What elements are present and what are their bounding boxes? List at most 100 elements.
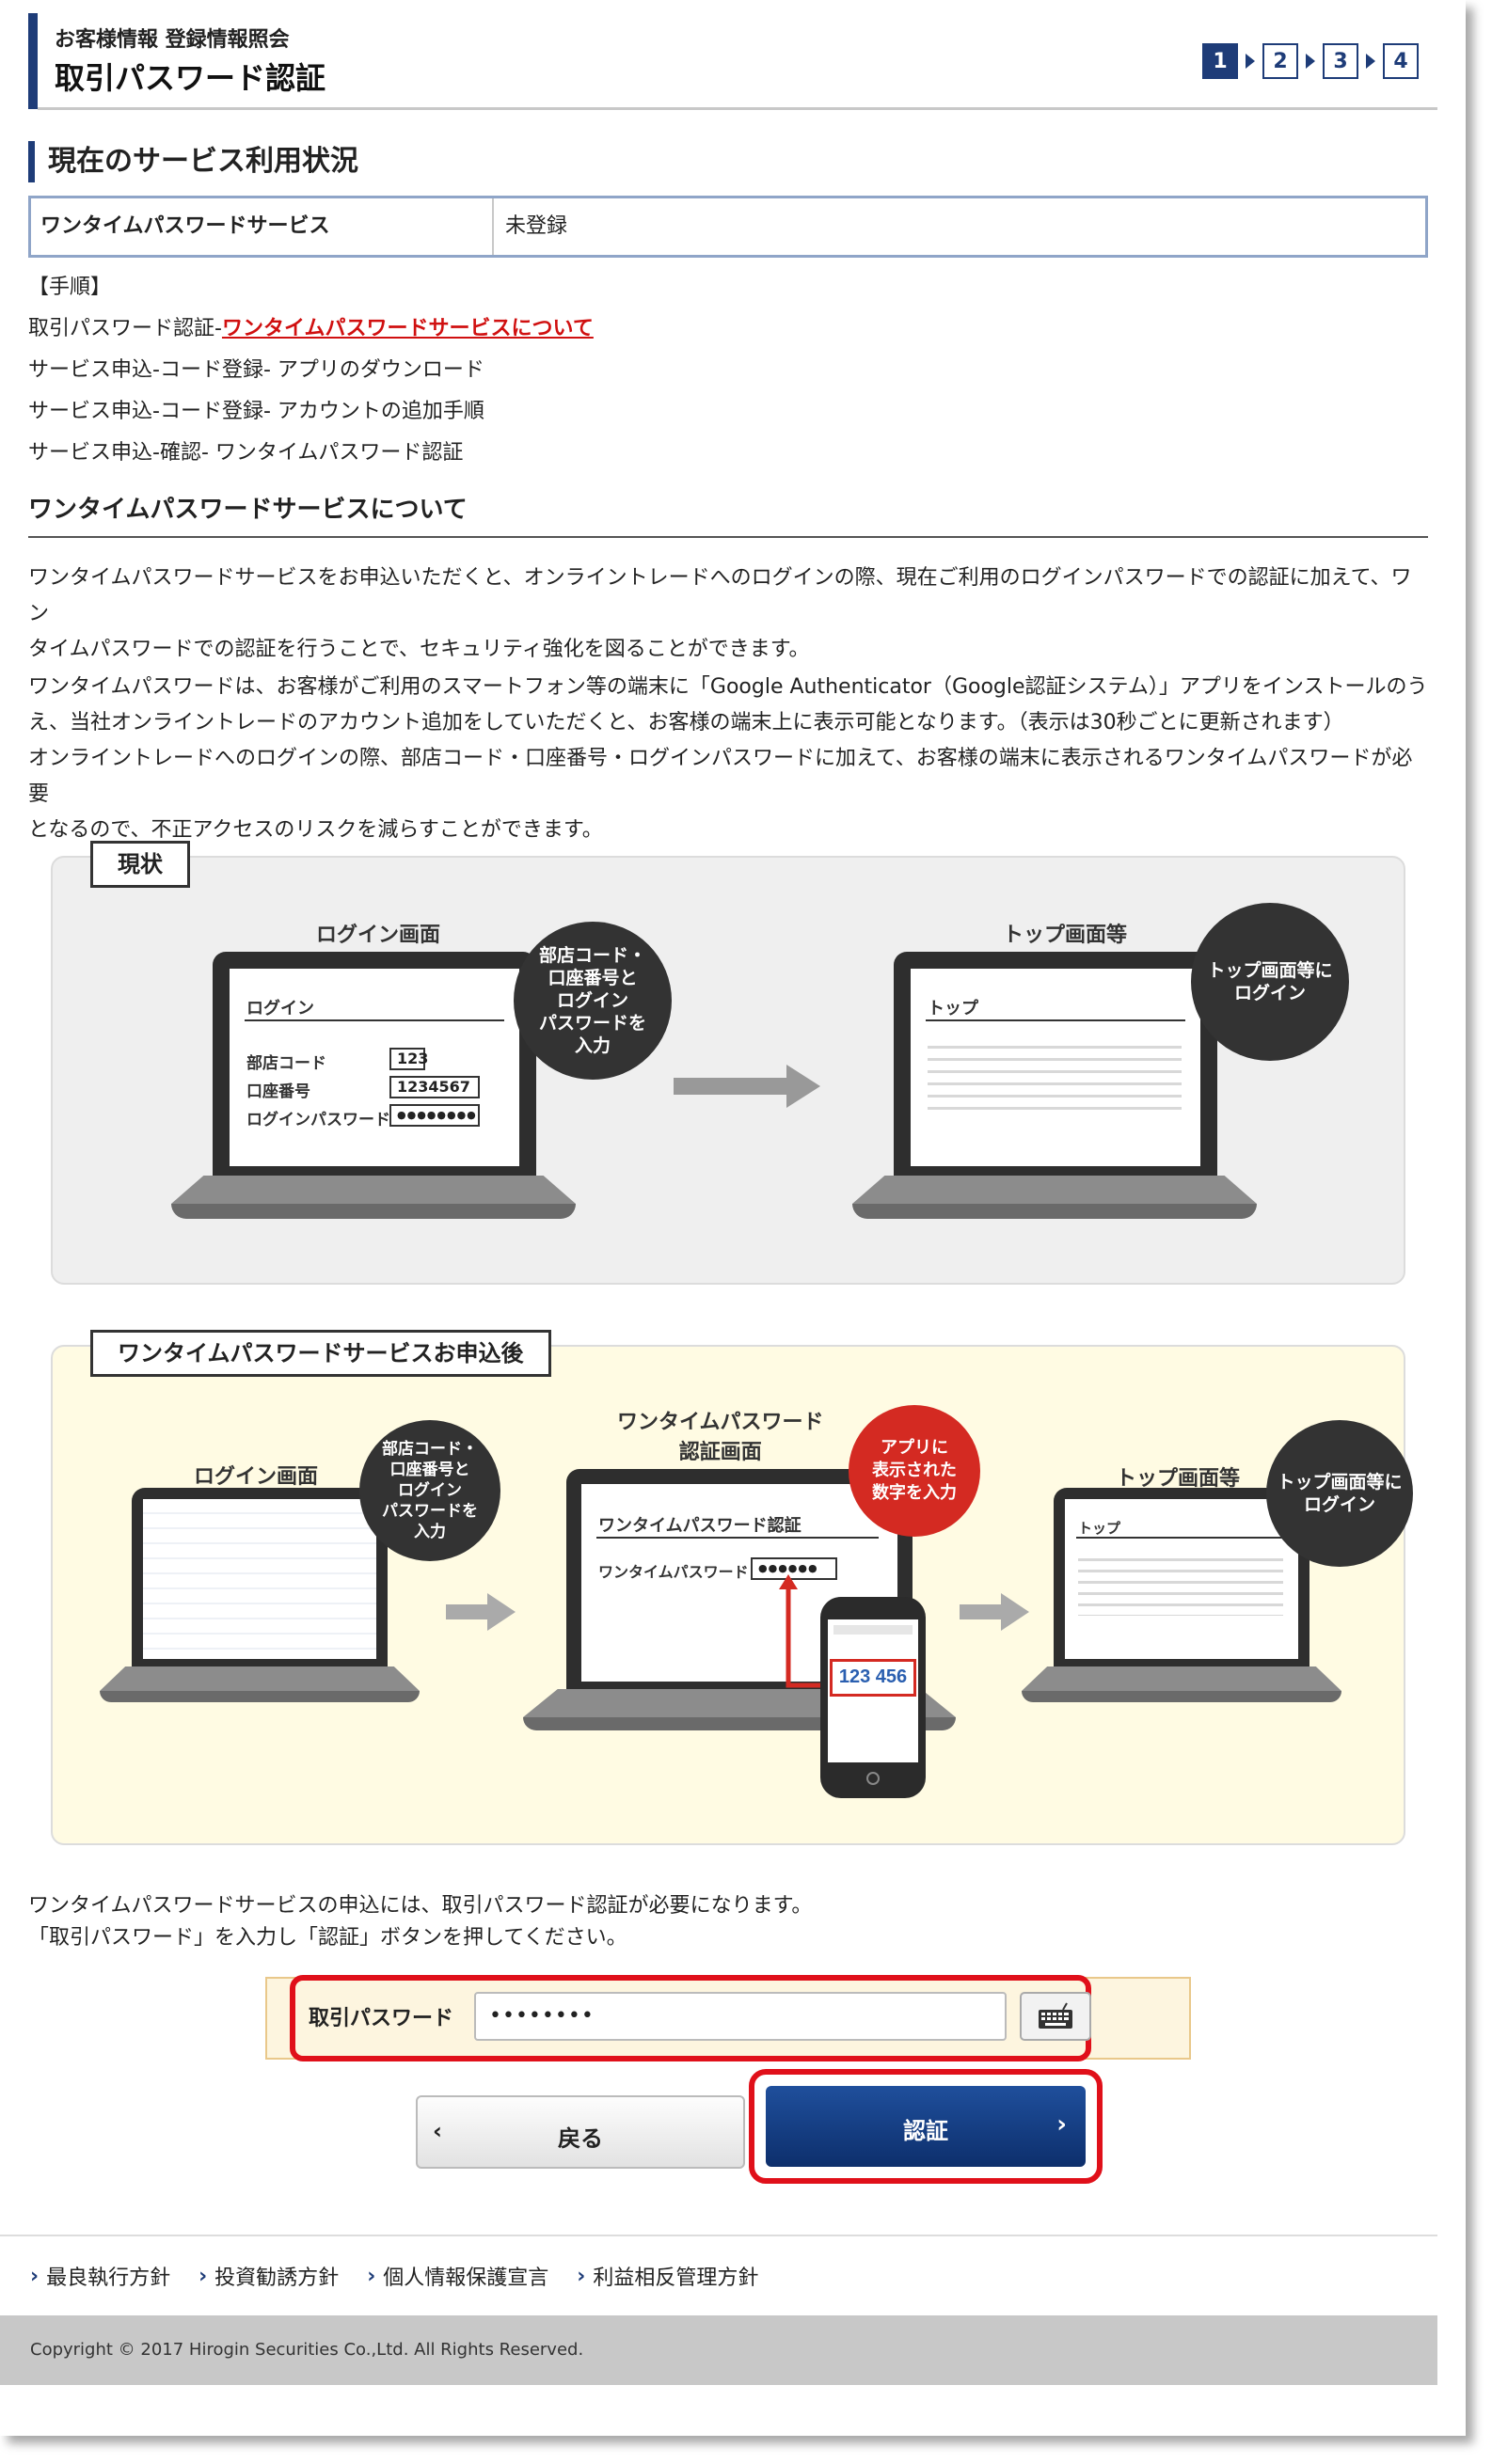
password-input[interactable]: •••••••• — [474, 1992, 1007, 2041]
diagram-after-top-label: トップ画面等 — [1116, 1467, 1241, 1491]
step-3: 3 — [1323, 43, 1358, 79]
about-paragraph-1-line-1: ワンタイムパスワードサービスをお申込いただくと、オンライントレードへのログインの… — [28, 566, 1412, 625]
bubble-after-top: トップ画面等に ログイン — [1266, 1420, 1413, 1567]
back-button[interactable]: ‹ 戻る — [416, 2095, 745, 2169]
mini-top-title: トップ — [1078, 1520, 1121, 1537]
copyright-bar: Copyright © 2017 Hirogin Securities Co.,… — [0, 2315, 1437, 2385]
step-arrow-icon — [1366, 54, 1375, 69]
header-divider — [38, 107, 1437, 110]
footer-link-solicitation-policy[interactable]: ›投資勧誘方針 — [198, 2264, 340, 2291]
otp-screen-mock: ワンタイムパスワード認証 ワンタイムパスワード ●●●●●● — [581, 1484, 897, 1682]
procedure-step-3: サービス申込-コード登録- アカウントの追加手順 — [28, 400, 484, 423]
mock-otp-label: ワンタイムパスワード — [598, 1563, 749, 1581]
step-4: 4 — [1383, 43, 1419, 79]
chevron-right-icon: › — [30, 2264, 40, 2288]
arrow-right-icon — [674, 1065, 820, 1108]
about-paragraph-1: ワンタイムパスワードサービスをお申込いただくと、オンライントレードへのログインの… — [28, 561, 1428, 668]
breadcrumb: お客様情報 登録情報照会 — [55, 28, 290, 52]
about-paragraph-1-line-2: タイムパスワードでの認証を行うことで、セキュリティ強化を図ることができます。 — [28, 638, 810, 661]
procedure-step-1: 取引パスワード認証-ワンタイムパスワードサービスについて — [28, 308, 594, 350]
bubble-current-login: 部店コード・ 口座番号と ログイン パスワードを 入力 — [514, 922, 672, 1080]
mini-login-screen-mock — [143, 1499, 376, 1659]
chevron-right-icon: › — [577, 2264, 586, 2288]
page-sheet: お客様情報 登録情報照会 取引パスワード認証 1 2 3 4 現在のサービス利用… — [0, 13, 1437, 2385]
diagram-current-top-label: トップ画面等 — [1003, 924, 1128, 947]
diagram-current-panel: 現状 ログイン画面 トップ画面等 ログイン 部店コード 123 口座番号 123… — [51, 841, 1405, 1285]
diagram-current-login-label: ログイン画面 — [316, 924, 441, 947]
mock-login-title: ログイン — [246, 999, 314, 1019]
diagram-current-tag: 現状 — [90, 841, 190, 888]
phone-otp-code: 123 456 — [838, 1666, 908, 1687]
about-paragraph-2-line-2: え、当社オンライントレードのアカウント追加をしていただくと、お客様の端末上に表示… — [28, 711, 1344, 734]
phone-illustration: 123 456 — [820, 1597, 926, 1798]
laptop-after-top-illustration: トップ — [1022, 1488, 1341, 1732]
diagram-after-otp-label: ワンタイムパスワード 認証画面 — [617, 1411, 824, 1464]
status-section-heading: 現在のサービス利用状況 — [28, 141, 358, 182]
arrow-right-icon — [960, 1593, 1029, 1631]
status-row-label: ワンタイムパスワードサービス — [31, 198, 494, 255]
procedure-step-1-link[interactable]: ワンタイムパスワードサービスについて — [221, 317, 594, 340]
chevron-right-icon: › — [367, 2264, 376, 2288]
mock-account-value: 1234567 — [389, 1076, 480, 1098]
about-paragraph-2-line-4: となるので、不正アクセスのリスクを減らすことができます。 — [28, 818, 603, 842]
password-label: 取引パスワード — [309, 2007, 454, 2030]
footer-divider — [0, 2235, 1437, 2236]
page-header: お客様情報 登録情報照会 取引パスワード認証 1 2 3 4 — [28, 13, 1437, 110]
page-title: 取引パスワード認証 — [55, 60, 326, 96]
arrow-right-icon — [446, 1593, 516, 1631]
login-screen-mock: ログイン 部店コード 123 口座番号 1234567 ログインパスワード ●●… — [230, 969, 519, 1166]
procedure-list: 【手順】 取引パスワード認証-ワンタイムパスワードサービスについて サービス申込… — [28, 267, 594, 474]
step-1: 1 — [1202, 43, 1238, 79]
procedure-step-2: サービス申込-コード登録- アプリのダウンロード — [28, 358, 484, 382]
phone-screen: 123 456 — [828, 1619, 918, 1762]
mock-otp-value: ●●●●●● — [751, 1557, 837, 1580]
about-paragraph-2-line-1: ワンタイムパスワードは、お客様がご利用のスマートフォン等の端末に「Google … — [28, 675, 1428, 699]
diagram-after-panel: ワンタイムパスワードサービスお申込後 ログイン画面 ワンタイムパスワード 認証画… — [51, 1330, 1413, 1845]
back-button-label: 戻る — [558, 2125, 603, 2152]
chevron-right-icon: › — [198, 2264, 208, 2288]
footer-link-conflict-policy[interactable]: ›利益相反管理方針 — [577, 2264, 759, 2291]
mock-password-value: ●●●●●●●● — [389, 1104, 480, 1127]
keyboard-icon — [1039, 2002, 1072, 2029]
bubble-after-app: アプリに 表示された 数字を入力 — [849, 1405, 980, 1537]
footer-link-best-execution[interactable]: ›最良執行方針 — [30, 2264, 171, 2291]
diagram-after-tag: ワンタイムパスワードサービスお申込後 — [90, 1330, 551, 1377]
laptop-after-login-illustration — [100, 1488, 420, 1732]
top-screen-mock: トップ — [911, 969, 1200, 1166]
instruction-line-2: 「取引パスワード」を入力し「認証」ボタンを押してください。 — [28, 1926, 627, 1950]
mock-branch-value: 123 — [389, 1048, 428, 1070]
about-paragraph-2-line-3: オンライントレードへのログインの際、部店コード・口座番号・ログインパスワードに加… — [28, 747, 1413, 806]
procedure-step-1-prefix: 取引パスワード認証- — [28, 317, 222, 340]
mock-top-table — [928, 1036, 1182, 1112]
laptop-top-illustration: トップ — [852, 952, 1257, 1253]
step-arrow-icon — [1246, 54, 1255, 69]
footer-link-privacy-policy[interactable]: ›個人情報保護宣言 — [367, 2264, 549, 2291]
instruction-text: ワンタイムパスワードサービスの申込には、取引パスワード認証が必要になります。 「… — [28, 1890, 1428, 1954]
mini-top-screen-mock: トップ — [1065, 1499, 1298, 1659]
procedure-step-4: サービス申込-確認- ワンタイムパスワード認証 — [28, 441, 464, 465]
mock-account-label: 口座番号 — [246, 1082, 310, 1101]
chevron-right-icon: › — [1056, 2110, 1067, 2139]
bubble-after-login: 部店コード・ 口座番号と ログイン パスワードを 入力 — [359, 1420, 500, 1561]
mock-branch-label: 部店コード — [246, 1054, 326, 1073]
footer-links: ›最良執行方針 ›投資勧誘方針 ›個人情報保護宣言 ›利益相反管理方針 — [30, 2261, 758, 2291]
status-table: ワンタイムパスワードサービス 未登録 — [28, 196, 1428, 258]
bubble-current-top: トップ画面等に ログイン — [1191, 903, 1349, 1061]
authenticate-button[interactable]: 認証 › — [766, 2086, 1086, 2167]
mock-top-title: トップ — [928, 999, 978, 1019]
mock-otp-title: ワンタイムパスワード認証 — [598, 1516, 802, 1536]
about-paragraph-2: ワンタイムパスワードは、お客様がご利用のスマートフォン等の端末に「Google … — [28, 670, 1428, 848]
chevron-left-icon: ‹ — [433, 2118, 442, 2144]
diagram-after-login-label: ログイン画面 — [194, 1465, 319, 1489]
software-keyboard-button[interactable] — [1020, 1992, 1091, 2041]
instruction-line-1: ワンタイムパスワードサービスの申込には、取引パスワード認証が必要になります。 — [28, 1894, 813, 1918]
authenticate-button-label: 認証 — [903, 2118, 948, 2144]
procedure-label: 【手順】 — [28, 276, 112, 299]
step-arrow-icon — [1306, 54, 1315, 69]
mock-password-label: ログインパスワード — [246, 1111, 390, 1129]
step-indicator: 1 2 3 4 — [1202, 43, 1419, 79]
about-heading: ワンタイムパスワードサービスについて — [28, 483, 1428, 538]
auth-highlight-frame — [749, 2069, 1103, 2184]
laptop-login-illustration: ログイン 部店コード 123 口座番号 1234567 ログインパスワード ●●… — [171, 952, 576, 1253]
red-arrow-icon — [779, 1574, 820, 1688]
